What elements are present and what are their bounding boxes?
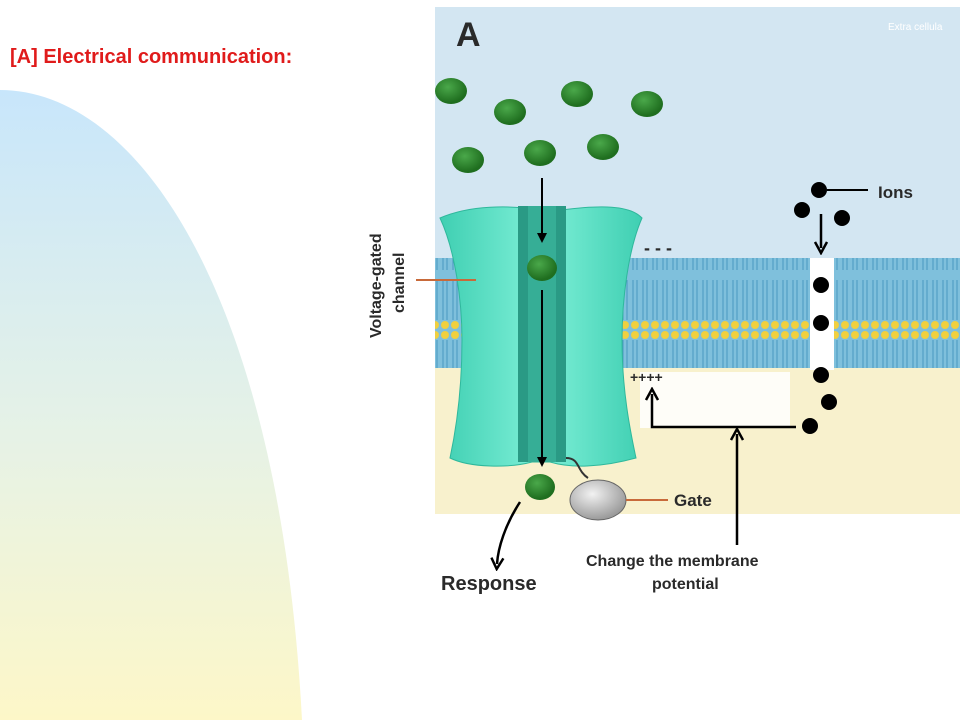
change-label-backdrop [584,546,820,598]
ligand-molecule [631,91,663,117]
ion [794,202,810,218]
ion [821,394,837,410]
panel-letter: A [456,16,481,54]
potential-label: potential [652,576,719,593]
gate-label: Gate [674,491,712,510]
ion [802,418,818,434]
minus-signs: - - - [644,238,672,258]
ions-label: Ions [878,183,913,202]
ligand-in-pore [527,255,557,281]
ligand-molecule [587,134,619,160]
channel-label: channel [391,253,408,313]
slide-title: [A] Electrical communication: [10,46,293,68]
ligand-molecule [452,147,484,173]
feedback-arrow [652,394,796,429]
ligand-molecule [561,81,593,107]
ion [813,277,829,293]
decorative-curve-shape [0,90,302,720]
intracellular-light-band [640,372,790,428]
gate-ball [569,479,627,521]
ligand-molecule [435,78,467,104]
plus-signs: ++++ [630,369,663,385]
ion [834,210,850,226]
corner-text: Extra cellula [888,22,943,33]
response-arrow [497,501,522,564]
ion [813,315,829,331]
ion-pathway [810,258,834,370]
ion [811,182,827,198]
response-label: Response [441,573,537,595]
ligand-molecule [524,140,556,166]
voltage-gated-label: Voltage-gated [368,233,385,338]
ligand-released [525,474,555,500]
ion [813,367,829,383]
ligand-molecule [494,99,526,125]
gate-tether [565,457,589,479]
change-membrane-label: Change the membrane [586,553,759,570]
